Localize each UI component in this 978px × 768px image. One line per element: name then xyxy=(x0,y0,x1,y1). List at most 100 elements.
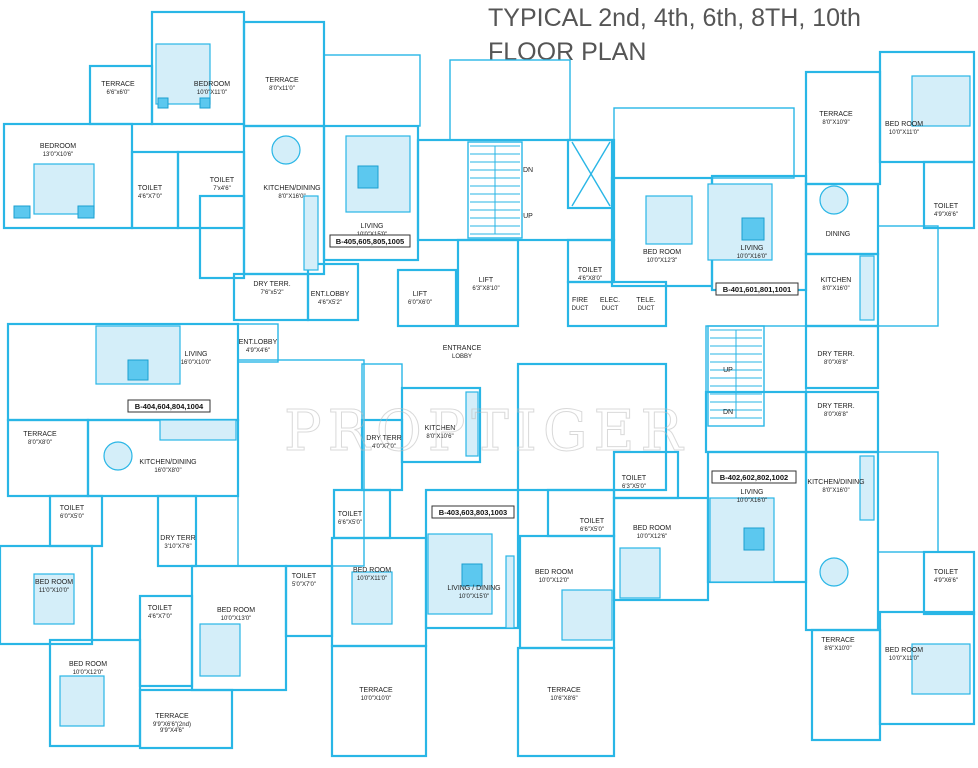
svg-text:B-401,601,801,1001: B-401,601,801,1001 xyxy=(723,285,791,294)
unit-tag-401: B-401,601,801,1001 xyxy=(715,282,799,296)
room-dimension: 10'0"X11'0" xyxy=(357,576,387,582)
room-name: ELEC. xyxy=(600,297,620,304)
room-dimension: 8'0"X6'8" xyxy=(824,360,848,366)
stair-lower xyxy=(707,325,765,427)
room-name: BEDROOM xyxy=(194,81,230,88)
room-labels: TERRACE 6'6"x6'0" BEDROOM 10'0"X11'0" TERRAC… xyxy=(23,77,959,734)
room-dimension: 9'9"X4'6" xyxy=(160,728,184,734)
room-name: BED ROOM xyxy=(35,579,73,586)
room-name: LIFT xyxy=(479,277,494,284)
room-dimension: 9'9"X6'6"(2nd) xyxy=(153,722,191,728)
room-dimension: LOBBY xyxy=(452,354,472,360)
room-name: TERRACE xyxy=(547,687,581,694)
room-dimension: 6'6"x6'0" xyxy=(107,90,130,96)
stair-upper xyxy=(467,141,523,239)
room-dimension: 10'0"X11'0" xyxy=(889,656,919,662)
room-name: DRY TERR. xyxy=(817,351,854,358)
room-name: ENTRANCE xyxy=(443,345,482,352)
room-dimension: 8'0"x11'0" xyxy=(269,86,295,92)
room-dimension: 16'0"X10'0" xyxy=(181,360,212,366)
unit-tag-402: B-402,602,802,1002 xyxy=(711,470,797,484)
room-dimension: 8'0"X16'0" xyxy=(278,194,305,200)
room-name: ENT.LOBBY xyxy=(239,339,278,346)
room-dimension: DUCT xyxy=(638,306,655,312)
room-name: TELE. xyxy=(636,297,656,304)
room-dimension: 10'0"X10'0" xyxy=(361,696,392,702)
room-name: ENT.LOBBY xyxy=(311,291,350,298)
room-dimension: 8'0"X10'9" xyxy=(822,120,849,126)
room-dimension: 6'6"X5'0" xyxy=(338,520,362,526)
stair-dn-label-2: DN xyxy=(723,409,733,416)
unit-tag-404: B-404,604,804,1004 xyxy=(127,399,211,413)
room-dimension: 6'0"X6'0" xyxy=(408,300,432,306)
room-name: LIVING / DINING xyxy=(447,585,500,592)
room-dimension: 4'9"X6'6" xyxy=(934,578,958,584)
room-dimension: 8'0"X10'6" xyxy=(426,434,453,440)
room-name: LIVING xyxy=(741,489,764,496)
room-dimension: 6'6"X5'0" xyxy=(580,527,604,533)
room-name: TOILET xyxy=(138,185,163,192)
room-name: TOILET xyxy=(578,267,603,274)
stair-up-label: UP xyxy=(523,213,533,220)
room-name: BED ROOM xyxy=(535,569,573,576)
room-dimension: 3'10"X7'6" xyxy=(164,544,191,550)
room-name: LIVING xyxy=(741,245,764,252)
room-dimension: 5'0"X7'0" xyxy=(292,582,316,588)
duct-shaft xyxy=(571,141,611,207)
room-name: TERRACE xyxy=(23,431,57,438)
room-name: BED ROOM xyxy=(643,249,681,256)
plan-title-line2: FLOOR PLAN xyxy=(488,38,646,66)
room-dimension: 10'0"X12'6" xyxy=(637,534,668,540)
room-name: FIRE xyxy=(572,297,588,304)
room-name: BEDROOM xyxy=(40,143,76,150)
room-dimension: 4'6"X5'2" xyxy=(318,300,342,306)
room-name: BED ROOM xyxy=(885,647,923,654)
watermark: PROPTIGER xyxy=(284,399,689,464)
room-name: TERRACE xyxy=(265,77,299,84)
walls xyxy=(0,10,976,758)
room-dimension: 10'0"X12'0" xyxy=(539,578,570,584)
room-dimension: 13'0"X10'6" xyxy=(43,152,74,158)
room-dimension: 8'6"X10'0" xyxy=(824,646,851,652)
room-dimension: 10'0"X16'0" xyxy=(737,498,768,504)
room-name: DRY TERR xyxy=(160,535,195,542)
room-name: TOILET xyxy=(60,505,85,512)
room-dimension: DUCT xyxy=(602,306,619,312)
room-dimension: 11'0"X10'0" xyxy=(39,588,69,594)
stair-up-label-2: UP xyxy=(723,367,733,374)
room-name: BED ROOM xyxy=(633,525,671,532)
furniture xyxy=(13,43,971,727)
room-name: TERRACE xyxy=(359,687,393,694)
room-dimension: 10'0"X15'0" xyxy=(459,594,490,600)
room-dimension: 7'x4'6" xyxy=(213,186,230,192)
room-dimension: 4'6"X7'0" xyxy=(138,194,162,200)
svg-text:B-405,605,805,1005: B-405,605,805,1005 xyxy=(336,237,404,246)
room-name: TERRACE xyxy=(819,111,853,118)
room-name: DRY TERR. xyxy=(817,403,854,410)
room-dimension: 6'0"X5'0" xyxy=(60,514,84,520)
room-dimension: 4'0"X7'0" xyxy=(372,444,396,450)
svg-text:B-404,604,804,1004: B-404,604,804,1004 xyxy=(135,402,204,411)
room-dimension: 10'0"X11'0" xyxy=(197,90,227,96)
room-dimension: 4'6"X8'0" xyxy=(578,276,602,282)
room-dimension: 8'0"X16'0" xyxy=(822,488,849,494)
svg-text:B-403,603,803,1003: B-403,603,803,1003 xyxy=(439,508,507,517)
room-dimension: 6'3"X5'0" xyxy=(622,484,646,490)
room-dimension: 10'0"X13'0" xyxy=(221,616,252,622)
room-name: TOILET xyxy=(148,605,173,612)
room-name: BED ROOM xyxy=(353,567,391,574)
room-name: LIVING xyxy=(361,223,384,230)
room-name: LIVING xyxy=(185,351,208,358)
room-name: KITCHEN/DINING xyxy=(139,459,196,466)
room-dimension: 16'0"X8'0" xyxy=(154,468,181,474)
unit-tag-405: B-405,605,805,1005 xyxy=(329,234,411,248)
room-dimension: 7'6"x5'2" xyxy=(261,290,284,296)
room-name: DRY TERR. xyxy=(253,281,290,288)
plan-title-line1: TYPICAL 2nd, 4th, 6th, 8TH, 10th xyxy=(488,4,861,32)
room-name: BED ROOM xyxy=(69,661,107,668)
room-name: TOILET xyxy=(580,518,605,525)
room-dimension: 8'0"X16'0" xyxy=(822,286,849,292)
room-name: TOILET xyxy=(210,177,235,184)
room-name: TOILET xyxy=(338,511,363,518)
